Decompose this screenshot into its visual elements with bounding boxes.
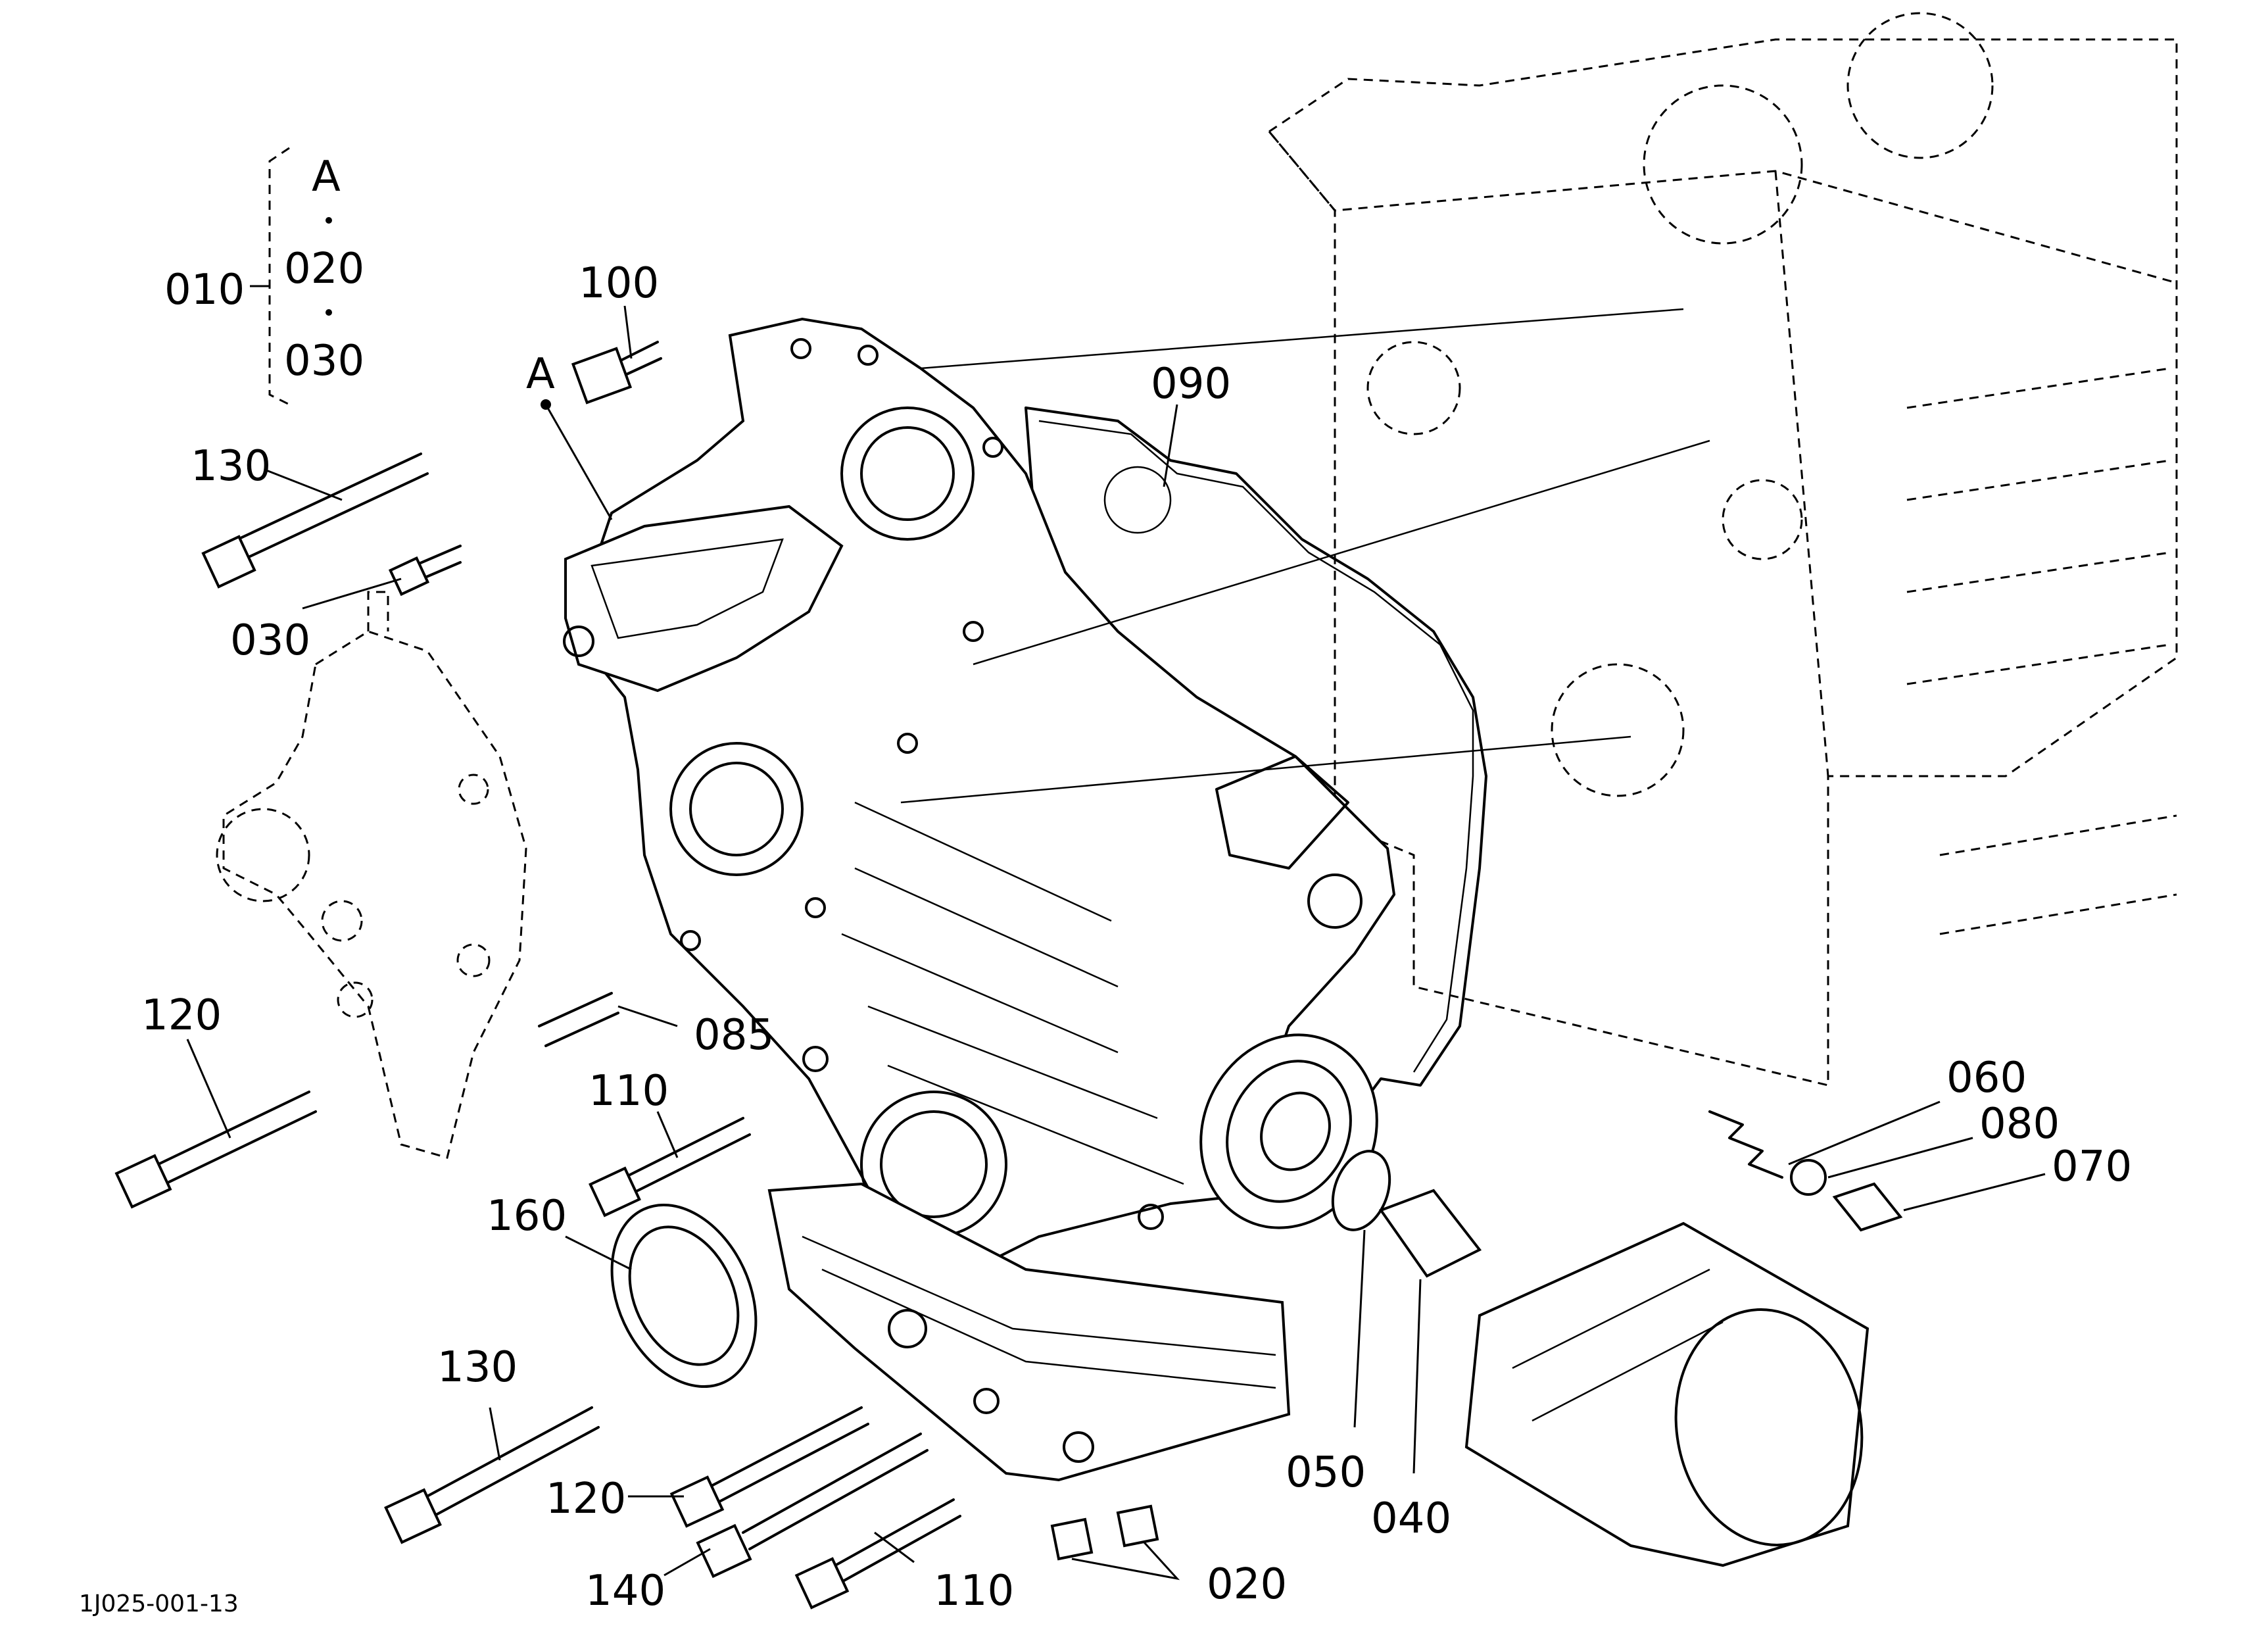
callout-010: 010 — [164, 266, 245, 314]
callout-090: 090 — [1151, 360, 1231, 408]
bolts — [114, 341, 1903, 1610]
callout-050: 050 — [1286, 1448, 1366, 1497]
callout-130-top: 130 — [191, 442, 271, 491]
callout-110-bottom: 110 — [934, 1567, 1014, 1615]
callout-020-bottom: 020 — [1207, 1560, 1287, 1609]
callout-070: 070 — [2052, 1143, 2132, 1191]
oil-filter-flange — [1199, 1033, 1378, 1229]
water-pump — [216, 591, 527, 1159]
callout-ref-a: A — [526, 350, 555, 399]
engine-block — [1267, 12, 2178, 1087]
callout-100: 100 — [579, 259, 659, 308]
callout-110-mid: 110 — [589, 1067, 669, 1116]
oil-seal-160 — [610, 1203, 758, 1389]
callout-160: 160 — [487, 1192, 567, 1241]
callout-bracket-a: A — [312, 153, 341, 201]
callout-030: 030 — [230, 616, 310, 665]
callout-labels: 010 A 020 030 100 A 090 130 030 120 085 … — [79, 153, 2132, 1617]
callout-120-left: 120 — [141, 991, 222, 1040]
callout-060: 060 — [1946, 1054, 2027, 1102]
callout-020-top: 020 — [284, 245, 364, 293]
callout-120-bottom: 120 — [546, 1475, 626, 1523]
callout-085: 085 — [694, 1011, 774, 1060]
oil-pan-lower — [767, 1182, 1291, 1482]
callout-080: 080 — [1979, 1100, 2060, 1148]
leader-lines — [186, 147, 2046, 1581]
callout-030-top: 030 — [284, 337, 364, 385]
oil-filter-cartridge — [1464, 1221, 1870, 1567]
callout-040: 040 — [1371, 1494, 1451, 1543]
figure-id: 1J025-001-13 — [79, 1590, 239, 1617]
callout-130-bottom: 130 — [437, 1343, 518, 1392]
callout-140: 140 — [585, 1567, 665, 1615]
